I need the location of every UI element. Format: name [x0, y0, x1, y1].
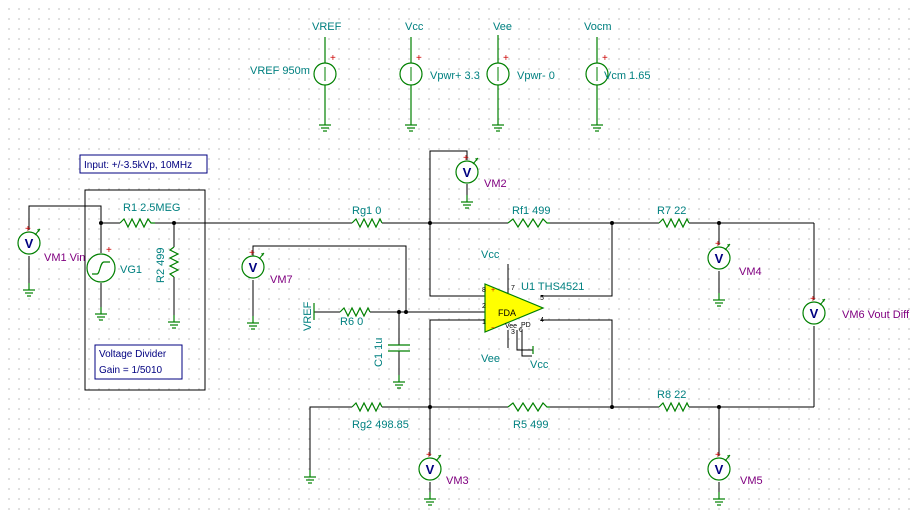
svg-text:V: V	[25, 236, 34, 251]
vee-name: Vee	[493, 21, 512, 33]
divider-box	[84, 189, 206, 391]
svg-text:−: −	[491, 325, 495, 332]
resistors	[119, 217, 690, 413]
pin-4: 4	[540, 317, 544, 324]
voltmeter-vm1: V	[17, 223, 41, 255]
vm5-label: VM5	[740, 475, 763, 487]
vm3-label: VM3	[446, 475, 469, 487]
r6-label: R6 0	[340, 316, 363, 328]
pin-8: 8	[482, 287, 486, 294]
svg-text:+: +	[491, 287, 495, 294]
vref-name: VREF	[312, 21, 342, 33]
pin-5: 5	[540, 295, 544, 302]
vref-port-label: VREF	[302, 301, 314, 331]
divider-note-line1: Voltage Divider	[99, 349, 167, 360]
vm2-label: VM2	[484, 178, 507, 190]
voltmeter-vm7: V	[241, 247, 265, 279]
svg-text:V: V	[810, 306, 819, 321]
u1-vee-bottom: Vee	[481, 353, 500, 365]
voltmeter-vm6: V	[802, 293, 826, 325]
pin-vee: Vee	[505, 323, 517, 330]
rf1-label: Rf1 499	[512, 205, 551, 217]
input-note-box	[79, 154, 208, 174]
c1-label: C1 1u	[373, 338, 385, 367]
capacitor-c1	[388, 344, 410, 389]
divider-note-box	[94, 344, 183, 380]
svg-text:V: V	[463, 165, 472, 180]
svg-text:V: V	[715, 251, 724, 266]
vref-label: VREF 950m	[250, 65, 310, 77]
voltmeter-vm3: V	[418, 449, 442, 481]
svg-text:+: +	[106, 245, 112, 256]
generator-vg1: +	[86, 245, 116, 283]
pin-1: 1	[482, 319, 486, 326]
vm7-label: VM7	[270, 274, 293, 286]
source-vee: Vee Vpwr- 0	[486, 21, 555, 132]
pin-2: 2	[482, 303, 486, 310]
voltmeter-vm4: V	[707, 238, 731, 270]
opamp-u1: FDA 8 2 1 5 4 7 3 6 PD Vee + −	[482, 283, 545, 336]
vocm-name: Vocm	[584, 21, 612, 33]
vcc-name: Vcc	[405, 21, 424, 33]
fda-label: FDA	[498, 308, 516, 318]
source-vcc: Vcc Vpwr+ 3.3	[399, 21, 480, 132]
r8-label: R8 22	[657, 389, 686, 401]
divider-note-line2: Gain = 1/5010	[99, 365, 163, 376]
pin-3: 3	[511, 329, 515, 336]
r1-label: R1 2.5MEG	[123, 202, 180, 214]
rg2-label: Rg2 498.85	[352, 419, 409, 431]
u1-vcc-pd: Vcc	[530, 359, 549, 371]
vocm-label: Vcm 1.65	[604, 70, 650, 82]
svg-text:V: V	[426, 462, 435, 477]
pin-6: 6	[519, 327, 523, 334]
vg1-label: VG1	[120, 264, 142, 276]
svg-text:V: V	[249, 260, 258, 275]
vm1-label: VM1 Vin	[44, 252, 85, 264]
pin-7: 7	[511, 285, 515, 292]
vcc-label: Vpwr+ 3.3	[430, 70, 480, 82]
vee-label: Vpwr- 0	[517, 70, 555, 82]
vm6-label: VM6 Vout Diff	[842, 309, 910, 321]
voltmeter-vm5: V	[707, 449, 731, 481]
rg1-label: Rg1 0	[352, 205, 381, 217]
input-note: Input: +/-3.5kVp, 10MHz	[84, 160, 192, 171]
source-vocm: Vocm Vcm 1.65	[584, 21, 650, 132]
r2-label: R2 499	[155, 248, 167, 283]
svg-text:V: V	[715, 462, 724, 477]
pin-pd: PD	[521, 322, 531, 329]
source-vref: VREF VREF 950m	[250, 21, 342, 132]
u1-vcc-top: Vcc	[481, 249, 500, 261]
r7-label: R7 22	[657, 205, 686, 217]
voltmeter-vm2: V	[455, 152, 479, 184]
r5-label: R5 499	[513, 419, 548, 431]
u1-label: U1 THS4521	[521, 281, 584, 293]
vm4-label: VM4	[739, 266, 762, 278]
